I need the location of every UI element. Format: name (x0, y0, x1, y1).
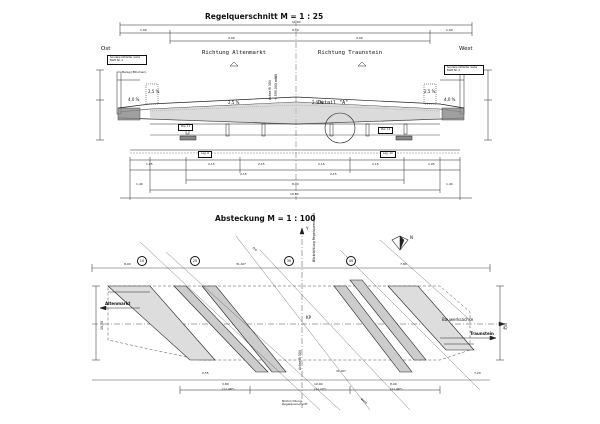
axis-circle-10: 10 (137, 256, 147, 266)
label-traunstein: Traunstein (470, 331, 494, 336)
dim-b4-1: 10,80 (290, 192, 299, 196)
slope-edge-right: 4,0 % (444, 97, 456, 102)
lager-box-right: Lag. 10 (380, 151, 396, 158)
angle-label: 31,00° (336, 369, 347, 373)
dim-st-bot-5: 8,00 (390, 382, 397, 386)
cross-section-title: Regelquerschnitt M = 1 : 25 (205, 12, 324, 21)
dim-st-top-2: 31,00° (236, 262, 247, 266)
dim-top-half-right: 4,00 (356, 36, 363, 40)
dim-b3-2: 8,00 (292, 182, 299, 186)
abutment-left (107, 285, 216, 361)
slope-left: 2,5 % (148, 89, 160, 94)
dim-b1-5: 2,15 (372, 162, 379, 166)
dim-b3-3: 1,40 (446, 182, 453, 186)
bearing-right (395, 135, 413, 141)
side-dim-right: 5,00 (504, 322, 508, 330)
dim-st-bot-1: 0,55 (202, 371, 209, 375)
direction-label-right: Richtung Traunstein (318, 50, 382, 56)
axis-circle-30: 30 (284, 256, 294, 266)
label-kp: KP (306, 315, 312, 320)
dim-b3-1: 1,40 (136, 182, 143, 186)
direction-label-left: Richtung Altenmarkt (202, 50, 266, 56)
pier-1 (173, 285, 269, 373)
dim-st-bot-3: 10,00 (314, 382, 323, 386)
dim-top-total: 11,00 (292, 20, 301, 24)
label-bauwerksachse: Bauwerksachse (442, 317, 474, 322)
dim-b1-2: 2,15 (208, 162, 215, 166)
dim-b1-3: 2,15 (258, 162, 265, 166)
slope-mid-right: 2,5 % (312, 100, 324, 105)
label-blick-top: Blickrichtung Regelquerschnitt (312, 213, 316, 262)
slope-mid-left: 2,5 % (228, 100, 240, 105)
lager-box-left: Lag. 6 (198, 151, 212, 158)
label-altenmarkt: Altenmarkt (105, 301, 131, 306)
dim-b2-2: 2,15 (330, 172, 337, 176)
dim-st-bot-6: 7,20 (474, 371, 481, 375)
north-arrow (391, 235, 409, 251)
detail-a-circle (324, 112, 356, 144)
dim-st-top-3: 7,80 (400, 262, 407, 266)
dim-b1-4: 2,15 (318, 162, 325, 166)
axis-circle-40: 40 (346, 256, 356, 266)
axis-circle-20: 20 (190, 256, 200, 266)
dim-top-right: 1,00 (446, 28, 453, 32)
parapet-right (423, 83, 437, 105)
dim-b2-1: 2,15 (240, 172, 247, 176)
north-label: N (410, 235, 413, 240)
parapet-left (145, 83, 159, 105)
label-blick-bottom: Blickrichtung Regelquerschnitt (282, 399, 308, 406)
deck-outline (107, 285, 471, 361)
dim-b1-6: 1,05 (428, 162, 435, 166)
side-label-right: West (459, 46, 473, 52)
pos-box-left: Pos. 11 (178, 124, 194, 131)
dim-st-bot2-1: (11,48°) (222, 387, 235, 391)
side-dim-left: 10,00 (100, 320, 104, 330)
label-height: + 595.000 mNN (274, 74, 278, 100)
pier-4 (349, 279, 427, 361)
note-box-right: Sonderprofilleiter siehe Blatt Nr. 2 (444, 65, 484, 75)
dim-st-bot2-2: (11,48°) (390, 387, 403, 391)
axis-y-label: Y (306, 226, 309, 231)
slope-right: 2,5 % (424, 89, 436, 94)
slope-edge-left: 4,0 % (128, 97, 140, 102)
dim-top-left: 1,00 (140, 28, 147, 32)
label-belag: Belag (Bitumen) (122, 70, 147, 74)
detail-a-label: Detail "A" (318, 100, 349, 106)
dim-st-bot-2: 3,80 (222, 382, 229, 386)
bearing-left (179, 135, 197, 141)
dim-top-half-left: 4,00 (228, 36, 235, 40)
staking-title: Absteckung M = 1 : 100 (215, 214, 316, 223)
dim-top-mid: 8,50 (292, 28, 299, 32)
label-achse-staking: Achse B 304 (298, 350, 302, 370)
abutment-right (387, 285, 475, 351)
pos-box-right: Pos. 11 (378, 127, 394, 134)
label-achse: Achse B 304 (268, 80, 272, 100)
note-box-left: Sonderprofilleiter siehe Blatt Nr. 2 (107, 55, 147, 65)
dim-st-bot-4: (11,10°) (314, 387, 327, 391)
side-label-left: Ost (101, 46, 111, 52)
dim-b1-1: 1,05 (146, 162, 153, 166)
pier-3 (333, 285, 413, 373)
dim-st-top-1: 8,00 (124, 262, 131, 266)
deck-top (117, 96, 465, 109)
axis-x-label: x (503, 325, 506, 330)
